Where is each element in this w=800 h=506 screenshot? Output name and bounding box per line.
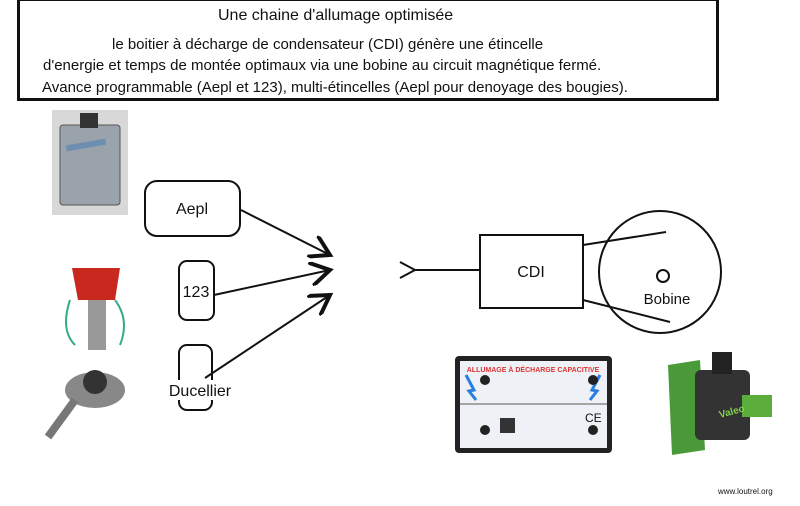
svg-text:CE: CE (585, 411, 602, 425)
ducellier-label: Ducellier (169, 383, 232, 400)
ducellier-box (178, 344, 213, 411)
123-label: 123 (183, 284, 210, 301)
header-title: Une chaine d'allumage optimisée (218, 7, 454, 24)
coil-wire-top (582, 231, 667, 246)
cdi-box (479, 234, 584, 309)
arrow-ducellier (204, 295, 330, 379)
ducellier-distributor-photo (44, 370, 125, 440)
aepl-module-photo (52, 110, 128, 215)
coil-terminal (656, 269, 670, 283)
123-box (178, 260, 215, 321)
aepl-label: Aepl (176, 201, 208, 218)
arrow-aepl (240, 209, 330, 255)
header-line-2: d'energie et temps de montée optimaux vi… (43, 57, 602, 74)
aepl-box (144, 180, 241, 237)
input-to-cdi-line (399, 261, 480, 279)
website-credit: www.loutrel.org (718, 487, 773, 496)
arrow-123 (213, 270, 330, 296)
123-distributor-photo (65, 268, 125, 350)
coil-label: Bobine (644, 291, 691, 308)
header-box (17, 0, 719, 101)
coil-circle (598, 210, 722, 334)
cdi-label: CDI (517, 264, 545, 281)
header-line-1: le boitier à décharge de condensateur (C… (112, 36, 544, 53)
coil-photo: Valeo (668, 352, 772, 455)
cdi-label-photo: ALLUMAGE À DÉCHARGE CAPACITIVE CE (455, 356, 612, 453)
header-line-3: Avance programmable (Aepl et 123), multi… (42, 79, 628, 96)
coil-wire-bottom (582, 299, 671, 323)
cdi-photo-title: ALLUMAGE À DÉCHARGE CAPACITIVE (467, 365, 600, 374)
